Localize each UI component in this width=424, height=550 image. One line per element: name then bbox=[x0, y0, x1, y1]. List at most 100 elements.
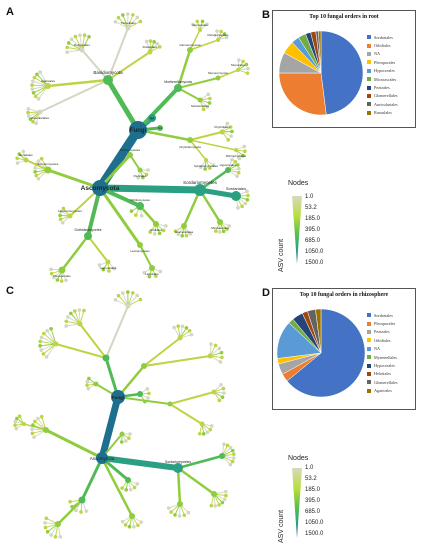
tree-edge bbox=[169, 391, 215, 405]
tree-node bbox=[38, 339, 43, 344]
legend-swatch bbox=[367, 93, 371, 98]
tree-node bbox=[37, 109, 43, 115]
scale-tick: 685.0 bbox=[305, 238, 321, 244]
tree-edge bbox=[42, 343, 57, 355]
tree-node bbox=[116, 15, 121, 20]
scale-tick: 685.0 bbox=[305, 509, 321, 515]
tree-node bbox=[222, 497, 227, 502]
tree-node bbox=[70, 504, 74, 509]
tree-node bbox=[96, 452, 108, 464]
tree-node bbox=[74, 508, 78, 513]
tree-edge bbox=[105, 305, 129, 359]
tree-node bbox=[129, 209, 134, 213]
tree-node bbox=[208, 166, 212, 170]
tree-node bbox=[49, 271, 54, 276]
tree-node bbox=[13, 423, 17, 428]
tree-node bbox=[139, 520, 143, 525]
tree-node bbox=[233, 160, 238, 164]
legend-swatch bbox=[367, 43, 371, 48]
tree-node bbox=[237, 156, 242, 161]
tree-node bbox=[36, 176, 41, 181]
tree-node bbox=[93, 381, 99, 387]
tree-node bbox=[141, 175, 145, 180]
tree-node bbox=[214, 229, 218, 233]
tree-node bbox=[172, 325, 176, 330]
tree-node bbox=[157, 45, 162, 49]
tree-edge bbox=[55, 343, 107, 359]
tree-label: Ascomycota bbox=[81, 185, 120, 192]
tree-node bbox=[136, 175, 140, 180]
legend-item: Glomerellales bbox=[367, 92, 398, 100]
tree-node bbox=[216, 38, 220, 42]
tree-node bbox=[141, 363, 147, 369]
legend-item: Glomerellales bbox=[367, 378, 398, 386]
tree-node bbox=[87, 376, 91, 381]
tree-edge bbox=[81, 49, 109, 81]
tree-node bbox=[243, 149, 247, 153]
tree-label: Pezizales bbox=[134, 174, 147, 178]
tree-node bbox=[134, 213, 138, 217]
tree-node bbox=[26, 114, 31, 118]
tree-node bbox=[69, 37, 74, 42]
pie-chart-b: Top 10 fungal orders in root Sordariales… bbox=[272, 10, 416, 128]
tree-label: Chytridiales bbox=[214, 125, 230, 129]
tree-edge bbox=[60, 234, 90, 272]
tree-node bbox=[242, 144, 247, 149]
tree-node bbox=[219, 453, 225, 459]
tree-node bbox=[147, 274, 152, 279]
tree-node bbox=[45, 328, 49, 333]
tree-node bbox=[32, 75, 37, 80]
tree-node bbox=[208, 96, 212, 101]
tree-node bbox=[184, 233, 189, 238]
scale-tick: 1.0 bbox=[305, 465, 314, 471]
tree-node bbox=[176, 232, 181, 237]
tree-node bbox=[42, 331, 46, 336]
tree-node bbox=[154, 274, 158, 278]
scale-gradient bbox=[292, 196, 302, 264]
tree-label: Fungi bbox=[112, 395, 124, 400]
tree-edge bbox=[177, 87, 201, 101]
tree-node bbox=[225, 167, 231, 173]
tree-label: Eurotiales bbox=[19, 153, 33, 157]
tree-node bbox=[135, 482, 140, 486]
tree-edge bbox=[107, 27, 129, 81]
node-scale-top: Nodes 1.0 53.2 185.0 395.0 685.0 1050.0 … bbox=[272, 180, 332, 280]
tree-node bbox=[112, 266, 117, 271]
scale-tick: 53.2 bbox=[305, 476, 317, 482]
tree-label: Hypocreales bbox=[220, 163, 237, 167]
tree-node bbox=[226, 138, 231, 142]
tree-node bbox=[44, 166, 52, 174]
tree-node bbox=[221, 229, 226, 234]
tree-node bbox=[228, 125, 233, 129]
tree-node bbox=[17, 414, 22, 418]
panel-letter-a: A bbox=[6, 6, 14, 18]
tree-node bbox=[38, 344, 42, 348]
tree-node bbox=[69, 311, 73, 316]
tree-edge bbox=[81, 36, 90, 51]
tree-node bbox=[225, 227, 229, 231]
tree-node bbox=[137, 391, 143, 397]
tree-label: Chytridiomycota bbox=[179, 145, 201, 149]
tree-label: NA bbox=[158, 126, 162, 130]
tree-node bbox=[207, 101, 212, 105]
tree-node bbox=[231, 191, 241, 201]
tree-node bbox=[78, 33, 82, 37]
panel-letter-b: B bbox=[262, 9, 270, 21]
legend-swatch bbox=[367, 85, 371, 90]
tree-node bbox=[136, 523, 140, 528]
tree-node bbox=[79, 510, 83, 514]
tree-edge bbox=[189, 39, 219, 51]
tree-node bbox=[219, 129, 225, 135]
tree-node bbox=[97, 263, 102, 267]
tree-label: Tremellales bbox=[120, 21, 136, 25]
tree-edge bbox=[46, 168, 102, 190]
tree-node bbox=[182, 513, 187, 517]
tree-edge bbox=[139, 244, 153, 269]
legend-item: Pleosporales bbox=[367, 58, 398, 66]
legend-swatch bbox=[367, 329, 371, 334]
tree-node bbox=[237, 58, 241, 62]
tree-node bbox=[230, 448, 235, 453]
legend-label: Orbiliales bbox=[374, 337, 391, 343]
tree-node bbox=[232, 452, 236, 457]
tree-node bbox=[14, 426, 19, 431]
